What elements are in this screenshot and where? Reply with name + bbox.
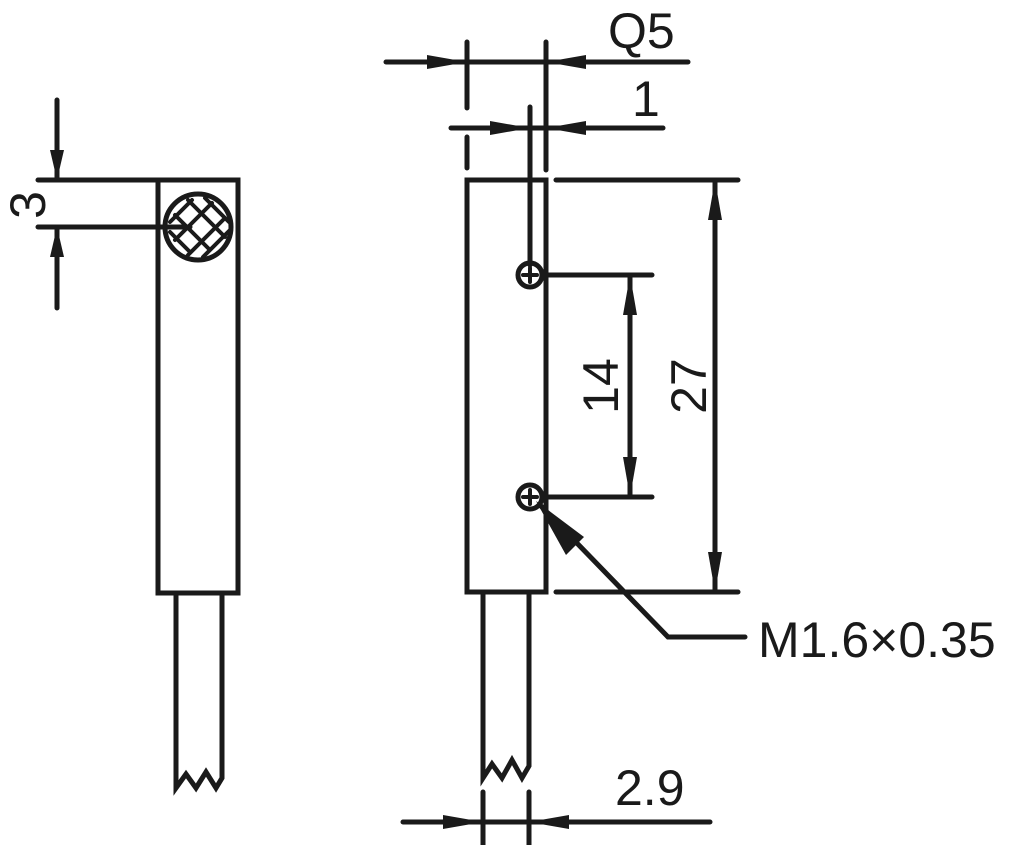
dimension-label-14: 14 (573, 358, 629, 414)
arrow-down-icon (623, 457, 637, 497)
arrow-left-icon (529, 815, 569, 829)
extension-lines-2-9 (480, 789, 532, 845)
front-view: Q5 1 14 27 M1.6×0.35 (383, 3, 996, 845)
arrow-up-icon (50, 227, 64, 257)
thread-leader-line (537, 502, 748, 640)
arrow-left-icon (546, 55, 586, 69)
dimension-label-27: 27 (661, 358, 717, 414)
dimension-label-2-9: 2.9 (615, 760, 685, 816)
arrow-down-icon (708, 552, 722, 592)
arrow-right-icon (490, 121, 530, 135)
thread-label: M1.6×0.35 (758, 612, 996, 668)
arrow-right-icon (427, 55, 467, 69)
dimension-label-1: 1 (632, 71, 660, 127)
sensor-body-front (464, 177, 549, 595)
arrow-up-icon (623, 275, 637, 315)
arrow-up-icon (708, 180, 722, 220)
arrow-down-icon (50, 150, 64, 180)
leader-arrow-icon (536, 501, 584, 555)
mounting-hole-top-icon (515, 260, 545, 290)
dimension-label-3: 3 (0, 191, 56, 219)
cable-side (173, 590, 225, 796)
extension-lines-14 (539, 272, 655, 500)
cable-front (480, 589, 532, 787)
arrow-left-icon (546, 121, 586, 135)
extension-lines-27 (553, 177, 741, 595)
side-view: 3 (0, 97, 241, 796)
arrow-right-icon (443, 815, 483, 829)
dimension-label-q5: Q5 (608, 3, 675, 59)
sensor-body-side (155, 177, 241, 596)
